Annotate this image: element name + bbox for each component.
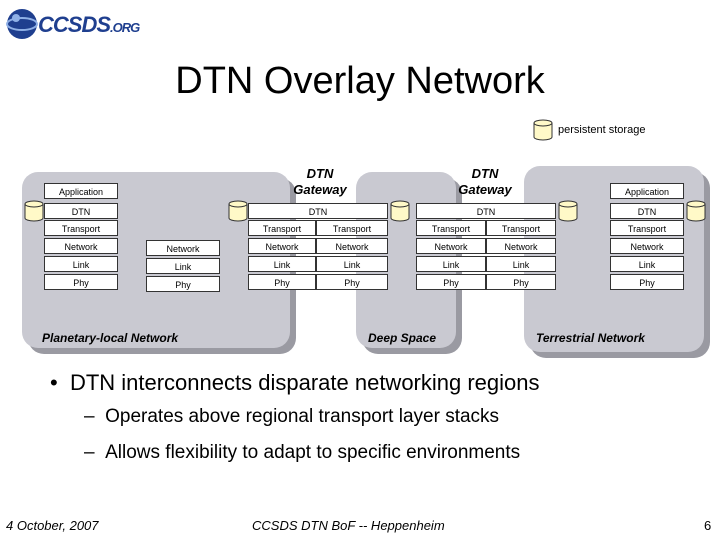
gw1-network-b: Network: [316, 238, 388, 254]
main-bullet: • DTN interconnects disparate networking…: [50, 370, 540, 395]
sub-bullet: – Operates above regional transport laye…: [84, 406, 500, 427]
right-link: Link: [610, 256, 684, 272]
left-transport: Transport: [44, 220, 118, 236]
gw1-transport-b: Transport: [316, 220, 388, 236]
gw2-transport-a: Transport: [416, 220, 486, 236]
gw2-phy-b: Phy: [486, 274, 556, 290]
gw1-phy-a: Phy: [248, 274, 316, 290]
router-phy: Phy: [146, 276, 220, 292]
left-dtn: DTN: [44, 203, 118, 219]
ccsds-logo: CCSDS.ORG: [4, 6, 164, 42]
gw1-link-b: Link: [316, 256, 388, 272]
storage-cylinder-icon: [686, 200, 706, 222]
left-link: Link: [44, 256, 118, 272]
gw2-phy-a: Phy: [416, 274, 486, 290]
right-network: Network: [610, 238, 684, 254]
gateway2-dtn: DTN: [416, 203, 556, 219]
gw2-link-a: Link: [416, 256, 486, 272]
gw2-transport-b: Transport: [486, 220, 556, 236]
legend-label: persistent storage: [558, 124, 646, 136]
region-label-planetary: Planetary-local Network: [42, 331, 179, 345]
gateway1-dtn: DTN: [248, 203, 388, 219]
storage-cylinder-icon: [228, 200, 248, 222]
gateway-label-2: DTN Gateway: [458, 166, 512, 197]
gw2-link-b: Link: [486, 256, 556, 272]
persistent-storage-icon: [533, 119, 553, 141]
right-dtn: DTN: [610, 203, 684, 219]
storage-cylinder-icon: [558, 200, 578, 222]
gateway-label-1: DTN Gateway: [293, 166, 347, 197]
left-network: Network: [44, 238, 118, 254]
footer-date: 4 October, 2007: [6, 518, 99, 533]
globe-icon: [6, 9, 38, 39]
right-phy: Phy: [610, 274, 684, 290]
gw1-transport-a: Transport: [248, 220, 316, 236]
gw1-link-a: Link: [248, 256, 316, 272]
router-link: Link: [146, 258, 220, 274]
slide-title: DTN Overlay Network: [175, 60, 545, 102]
storage-cylinder-icon: [24, 200, 44, 222]
gw2-network-a: Network: [416, 238, 486, 254]
right-transport: Transport: [610, 220, 684, 236]
logo-text: CCSDS.ORG: [38, 12, 140, 37]
storage-cylinder-icon: [390, 200, 410, 222]
sub-bullet: – Allows flexibility to adapt to specifi…: [84, 442, 521, 463]
page-number: 6: [704, 518, 712, 533]
gw1-network-a: Network: [248, 238, 316, 254]
left-application: Application: [44, 183, 118, 199]
footer-center: CCSDS DTN BoF -- Heppenheim: [252, 518, 445, 533]
region-label-terrestrial: Terrestrial Network: [536, 331, 645, 345]
left-phy: Phy: [44, 274, 118, 290]
region-label-deep-space: Deep Space: [368, 331, 437, 345]
gw2-network-b: Network: [486, 238, 556, 254]
right-application: Application: [610, 183, 684, 199]
gw1-phy-b: Phy: [316, 274, 388, 290]
router-network: Network: [146, 240, 220, 256]
